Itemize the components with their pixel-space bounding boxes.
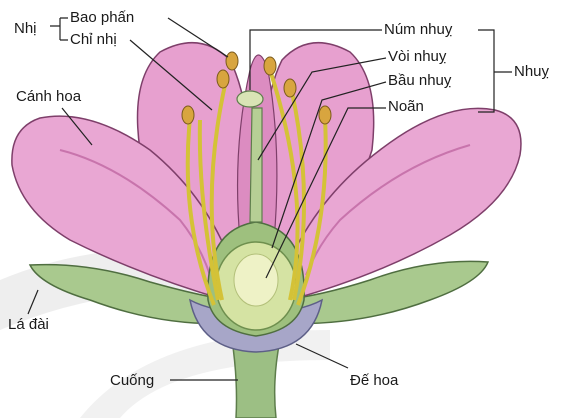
- label-voi-nhuy: Vòi nhuỵ: [388, 48, 446, 66]
- label-chi-nhi: Chỉ nhị: [70, 31, 117, 49]
- bracket-nhi: [50, 18, 68, 40]
- label-num-nhuy: Núm nhuỵ: [384, 21, 452, 39]
- anther: [217, 70, 229, 88]
- label-bao-phan: Bao phấn: [70, 9, 134, 27]
- anther: [182, 106, 194, 124]
- anther: [226, 52, 238, 70]
- anther: [319, 106, 331, 124]
- label-canh-hoa: Cánh hoa: [16, 88, 81, 106]
- label-de-hoa: Đế hoa: [350, 372, 398, 390]
- anther: [284, 79, 296, 97]
- label-bau-nhuy: Bầu nhuỵ: [388, 72, 451, 90]
- ovule: [234, 254, 278, 306]
- label-nhuy: Nhuỵ: [514, 63, 549, 81]
- anther: [264, 57, 276, 75]
- label-cuong: Cuống: [110, 372, 154, 390]
- bracket-nhuy: [478, 30, 512, 112]
- label-noan: Noãn: [388, 98, 424, 116]
- label-nhi: Nhị: [14, 20, 37, 38]
- stigma: [237, 91, 263, 107]
- style: [250, 108, 262, 222]
- label-la-dai: Lá đài: [8, 316, 49, 334]
